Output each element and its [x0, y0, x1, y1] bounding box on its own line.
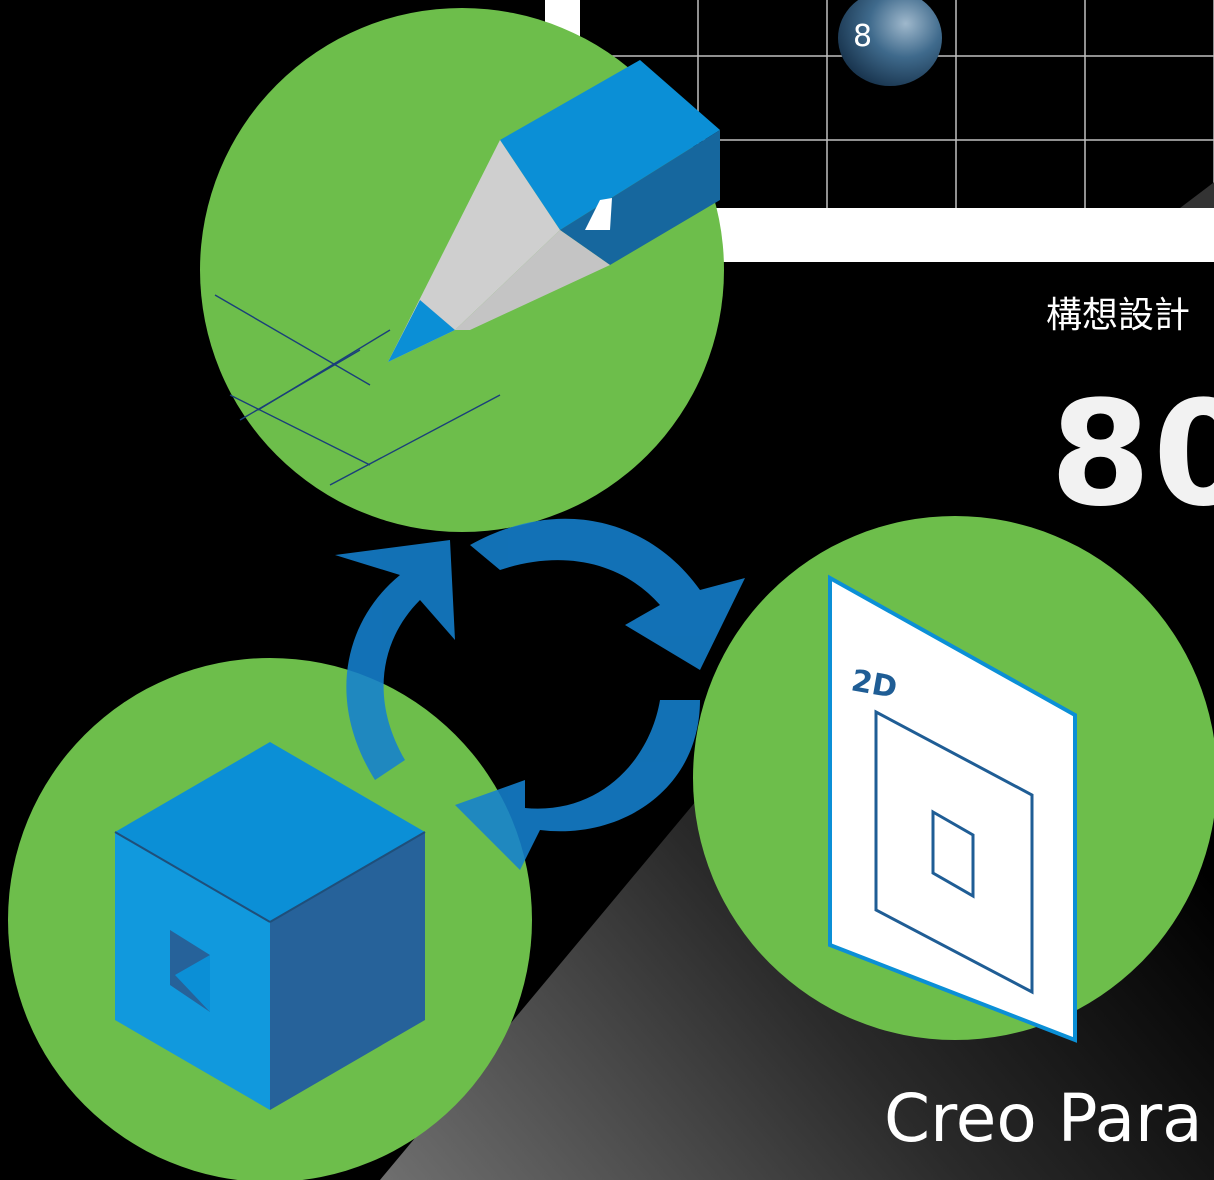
sphere-badge-label: 8: [853, 19, 873, 54]
cycle-arrows-icon: [335, 518, 745, 870]
top-circle: [200, 8, 724, 532]
sphere-badge-icon: [838, 0, 942, 86]
caption-text: 構想設計: [1046, 295, 1191, 336]
footer-title: Creo Para: [884, 1080, 1203, 1157]
headline-number: 80: [1050, 370, 1214, 539]
drawing-label: 2D: [849, 663, 900, 705]
right-circle: 2D: [693, 516, 1214, 1043]
left-circle: [8, 658, 532, 1180]
3d-cube-icon: [114, 742, 426, 1110]
2d-drawing-icon: 2D: [828, 574, 1077, 1043]
pencil-drafting-icon: [214, 60, 720, 486]
